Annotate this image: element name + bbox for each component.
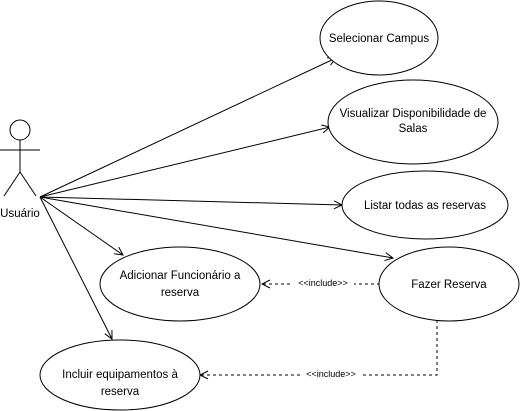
- usecase-adicionar-funcionario[interactable]: Adicionar Funcionário a reserva: [99, 246, 261, 322]
- assoc-fazer-reserva: [39, 196, 393, 258]
- assoc-listar: [39, 196, 342, 205]
- usecase-label-line1: Visualizar Disponibilidade de: [340, 108, 487, 120]
- usecase-label-line1: Incluir equipamentos à: [62, 369, 178, 381]
- include-funcionario-edge: <<include>>: [262, 277, 380, 289]
- usecase-label-line2: Salas: [399, 123, 428, 135]
- usecase-label: Fazer Reserva: [411, 279, 487, 291]
- include-label: <<include>>: [306, 369, 356, 379]
- usecase-label: Listar todas as reservas: [364, 200, 486, 212]
- assoc-adicionar-funcionario: [39, 196, 123, 255]
- usecase-label-line2: reserva: [161, 287, 200, 299]
- include-label: <<include>>: [298, 278, 348, 288]
- usecase-selecionar-campus[interactable]: Selecionar Campus: [319, 0, 439, 76]
- actor-label: Usuário: [0, 208, 40, 220]
- usecase-listar-reservas[interactable]: Listar todas as reservas: [341, 170, 509, 240]
- usecase-incluir-equipamentos[interactable]: Incluir equipamentos à reserva: [39, 339, 201, 411]
- usecase-label: Selecionar Campus: [329, 33, 430, 45]
- assoc-selecionar-campus: [39, 58, 336, 198]
- include-equipamentos-edge: <<include>>: [200, 320, 438, 380]
- actor-usuario: Usuário: [0, 119, 40, 220]
- assoc-incluir-equipamentos: [39, 196, 112, 339]
- usecase-label-line2: reserva: [101, 386, 140, 398]
- usecase-label-line1: Adicionar Funcionário a: [120, 270, 241, 282]
- usecase-fazer-reserva[interactable]: Fazer Reserva: [378, 246, 520, 322]
- associations: [39, 58, 393, 339]
- assoc-visualizar: [39, 127, 330, 198]
- usecase-visualizar-disponibilidade[interactable]: Visualizar Disponibilidade de Salas: [327, 79, 499, 165]
